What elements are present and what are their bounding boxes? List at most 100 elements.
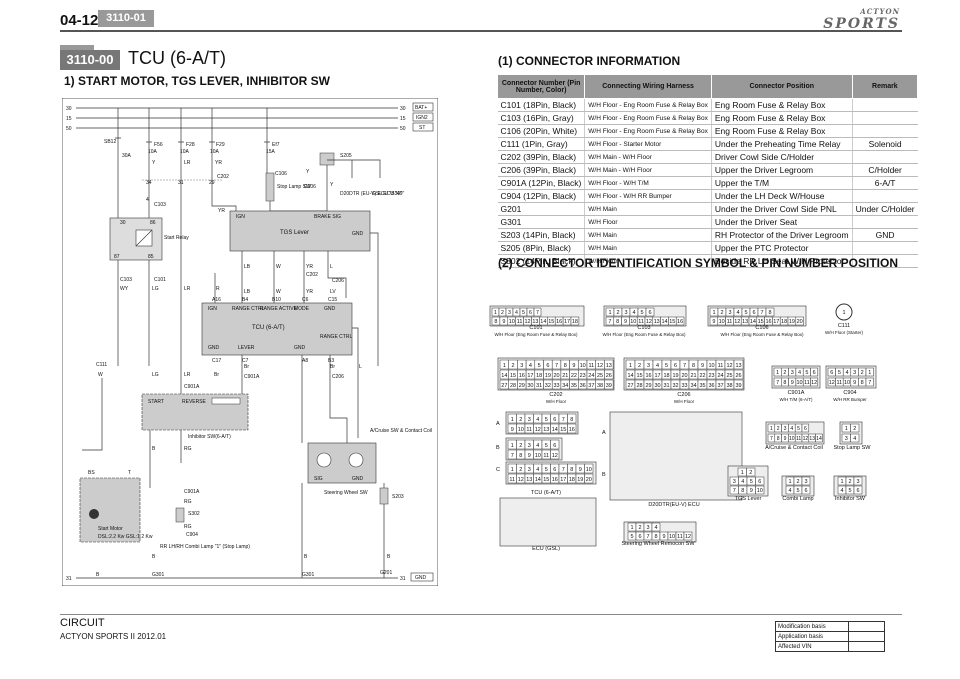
col-connector-number: Connector Number (Pin Number, Color) (496, 74, 586, 99)
c206-pin-number: 36 (708, 383, 714, 389)
c206-pin-number: 37 (717, 383, 723, 389)
s203-label: S203 (392, 494, 404, 500)
c202-pin-number: 34 (562, 383, 568, 389)
tcu-c-pin-number: 19 (577, 477, 583, 483)
c103-pin-number: 4 (632, 310, 635, 316)
c202-pin-number: 38 (597, 383, 603, 389)
c904-caption: C904 (843, 390, 856, 396)
c101-pin-number: 15 (548, 319, 554, 325)
connector-number-cell: S302 (14Pin, Black) (497, 254, 586, 268)
acruise-pin-number: 8 (777, 436, 780, 442)
basis-row: Affected VIN (775, 641, 885, 652)
remark-cell: Under C/Holder (852, 202, 918, 216)
c901a-pin-number: 10 (797, 380, 803, 386)
c206-pin-number: 18 (663, 373, 669, 379)
c103-caption: C103 (637, 325, 650, 331)
c101-pin-number: 3 (508, 310, 511, 316)
wire-rg-3: RG (184, 524, 192, 530)
c111-shell (835, 303, 853, 321)
tcu-c-pin-number: 2 (519, 467, 522, 473)
gnd-box: GND (415, 575, 427, 581)
c904-pin-cell (865, 367, 874, 377)
connector-number-cell: C206 (39Pin, Black) (497, 163, 586, 177)
tcu-b-pin-number: 12 (552, 453, 558, 459)
tcu-a-pin-number: 8 (570, 417, 573, 423)
wire-y-1: Y (152, 160, 156, 166)
connector-number-cell: C904 (12Pin, Black) (497, 189, 586, 203)
tcu-pin-b10: B10 (272, 297, 281, 303)
fuse-f28: F28 (186, 142, 195, 148)
tcu-pin-c6: C6 (302, 297, 309, 303)
position-cell: Beside RR LH Seat W/H Protector (711, 254, 853, 268)
g201-label: G201 (380, 570, 392, 576)
combi-pin-number: 5 (796, 488, 799, 494)
wire-w-3: W (98, 372, 103, 378)
acruise-pin-number: 2 (777, 426, 780, 432)
position-cell: Upper the Driver Legroom (711, 163, 853, 177)
c206-pin-number: 19 (672, 373, 678, 379)
stop-lamp-pin-number: 2 (853, 426, 856, 432)
acruise-pin-number: 7 (770, 436, 773, 442)
c901a-pin-number: 8 (783, 380, 786, 386)
fuse-f29-rating: 10A (210, 149, 220, 155)
remark-cell: Solenoid (852, 137, 918, 151)
fuse-f56-rating: 10A (148, 149, 158, 155)
tcu-pin-c15: C15 (328, 297, 337, 303)
tgs-ign-label: IGN (236, 214, 245, 220)
steering-remocon-pin-number: 5 (630, 534, 633, 540)
inhibitor-label: Inhibitor SW(6-A/T) (188, 434, 231, 440)
tcu-gnd-label-top: GND (324, 306, 336, 312)
tgs-lever-label: TGS Lever (280, 230, 309, 236)
c101-pin-number: 6 (529, 310, 532, 316)
c106-pin-number: 9 (712, 319, 715, 325)
tcu-b-pin-number: 2 (519, 443, 522, 449)
tcu-c-pin-number: 5 (545, 467, 548, 473)
steering-wheel-label: Steering Wheel SW (324, 490, 368, 496)
c206-label-low: C206 (332, 374, 344, 380)
c904-sub: W/H RR Bumper (833, 397, 867, 402)
s205-label: S205 (340, 153, 352, 159)
c206-pin-cell (733, 369, 744, 380)
tcu-c-pin-cell (584, 473, 594, 484)
c202-pin-number: 23 (580, 373, 586, 379)
harness-cell: W/H Main (584, 202, 712, 216)
acruise-pin-cell (815, 433, 823, 443)
acruise-pin-number: 1 (770, 426, 773, 432)
c206-pin-number: 32 (672, 383, 678, 389)
bat-plus-box: BAT+ (415, 105, 427, 111)
tcu-c-pin-number: 1 (511, 467, 514, 473)
wire-b-4: B (304, 554, 308, 560)
fuse-sb12-rating: 30A (122, 153, 132, 159)
steering-remocon-pin-number: 1 (630, 525, 633, 531)
c206-pin-number: 13 (735, 363, 741, 369)
connector-number-cell: C202 (39Pin, Black) (497, 150, 586, 164)
wire-br-3: Br (214, 372, 219, 378)
c206-pin-cell (733, 359, 744, 370)
tcu-b-pin-number: 4 (536, 443, 539, 449)
c101-pin-number: 17 (564, 319, 570, 325)
c206-pin-number: 8 (692, 363, 695, 369)
c101-sub: W/H Floor (Eng Room Fuse & Relay Box) (494, 332, 578, 337)
tcu-c-pin-number: 3 (528, 467, 531, 473)
fuse-f29: F29 (216, 142, 225, 148)
c103-pin-number: 12 (646, 319, 652, 325)
c202-pin-number: 10 (580, 363, 586, 369)
tcu-a-pin-number: 6 (553, 417, 556, 423)
c904-pin-number: 1 (868, 370, 871, 376)
stop-lamp-pin-cell (850, 423, 860, 433)
wiring-schematic: 30 15 50 30 15 50 BAT+ IGN2 ST 31 31 GND… (62, 98, 438, 586)
c103-pin-number: 10 (630, 319, 636, 325)
tcu-a-pin-number: 12 (535, 427, 541, 433)
c101-pin-number: 8 (494, 319, 497, 325)
basis-label: Affected VIN (775, 641, 849, 652)
tcu-pin-a8: A8 (302, 358, 308, 364)
c103-pin-number: 14 (661, 319, 667, 325)
c206-label-mid: C206 (332, 278, 344, 284)
c202-pin-number: 13 (606, 363, 612, 369)
inhibitor-pin-cell (853, 485, 863, 495)
section-title: TCU (6-A/T) (128, 48, 226, 68)
d20-row-a: A (602, 430, 606, 436)
connector-info-table: Connector Number (Pin Number, Color) Con… (496, 74, 919, 268)
